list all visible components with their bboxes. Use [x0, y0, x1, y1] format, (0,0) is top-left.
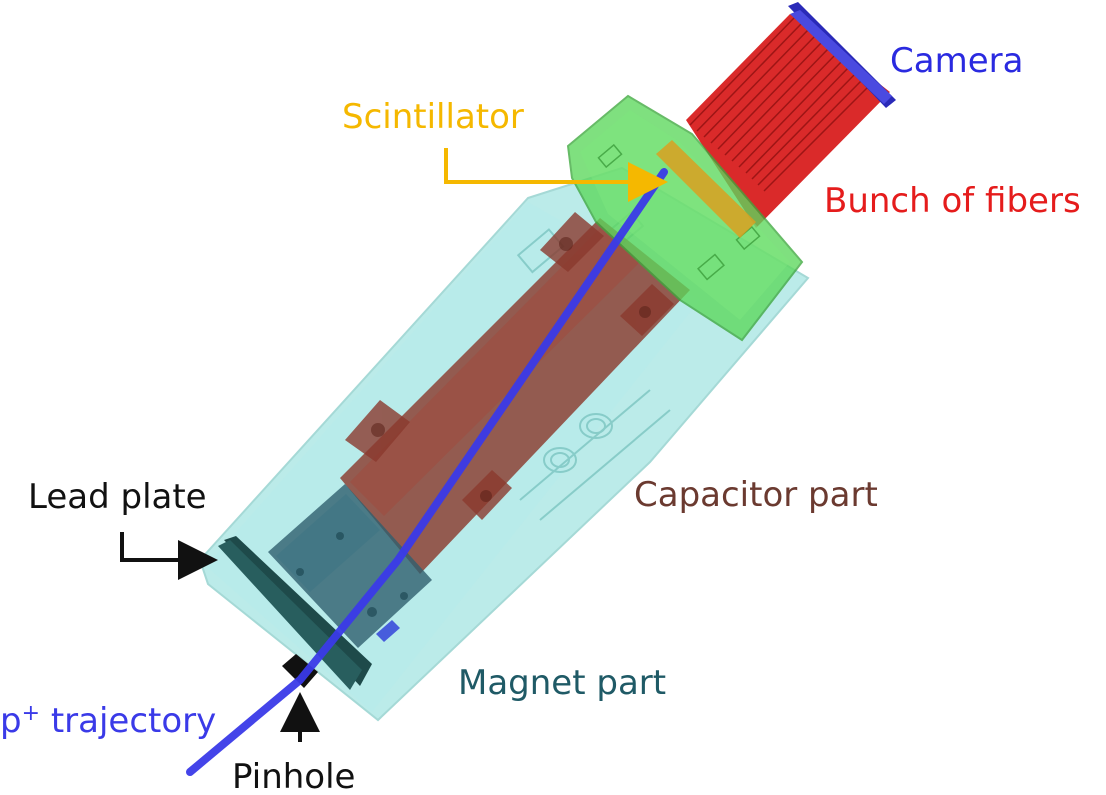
fiber-bundle — [686, 14, 890, 228]
camera-plate — [788, 2, 896, 108]
magnet-block — [268, 484, 432, 648]
scintillator-pointer — [444, 148, 668, 202]
trajectory-label: p+ trajectory — [0, 701, 216, 741]
scintillator-crystal — [656, 140, 756, 238]
pinhole-label: Pinhole — [232, 757, 355, 795]
camera-label: Camera — [890, 41, 1023, 81]
scintillator-label: Scintillator — [342, 97, 524, 137]
lead-plate-pointer — [120, 532, 218, 580]
magnet-label: Magnet part — [458, 663, 666, 703]
lead-plate-label: Lead plate — [28, 477, 207, 517]
proton-trajectory — [186, 168, 668, 776]
capacitor-label: Capacitor part — [634, 475, 878, 515]
pinhole — [282, 654, 318, 688]
fibers-label: Bunch of fibers — [824, 181, 1081, 221]
